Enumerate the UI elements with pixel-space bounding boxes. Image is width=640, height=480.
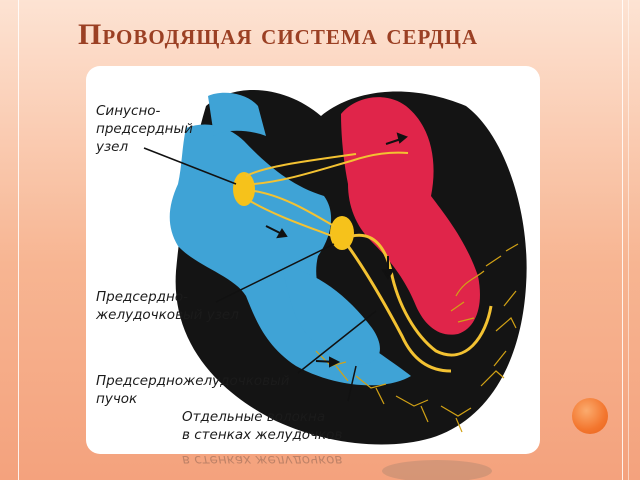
label-sa-node-line-3: узел (96, 139, 129, 155)
label-av-bundle-line-1: Предсердножелудочковый (96, 373, 290, 389)
heart-diagram-card: Синусно- предсердный узел Предсердно- же… (86, 66, 540, 454)
reflection-oval (382, 460, 492, 480)
flow-arrows (265, 132, 408, 368)
label-av-node-line-1: Предсердно- (96, 289, 188, 305)
sa-node (233, 172, 255, 206)
left-heart-chambers (341, 97, 480, 335)
av-node (330, 216, 354, 250)
right-heart-chambers (169, 124, 411, 386)
label-fibers-line-1: Отдельные волокна (182, 409, 326, 425)
label-av-bundle-line-2: пучок (96, 391, 138, 407)
label-fibers: Отдельные волокна в стенках желудочков (182, 408, 342, 444)
card-reflection: в стенках желудочков (86, 456, 540, 480)
right-ventricle-lower (282, 266, 380, 365)
label-av-node: Предсердно- желудочковый узел (96, 288, 239, 324)
purkinje-fibers (315, 243, 519, 433)
internodal-pathways (245, 151, 409, 237)
heart-diagram (143, 89, 527, 445)
label-av-bundle: Предсердножелудочковый пучок (96, 372, 290, 408)
slide-border-right (622, 0, 623, 480)
slide-title: Проводящая система сердца (78, 18, 479, 51)
leader-lines (143, 147, 377, 402)
reflection-text: в стенках желудочков (182, 456, 343, 468)
label-fibers-line-2: в стенках желудочков (182, 427, 343, 443)
orange-bullet-decoration (572, 398, 608, 434)
label-sa-node: Синусно- предсердный узел (96, 102, 193, 156)
slide-border-right-2 (628, 0, 629, 480)
slide-border-left (18, 0, 19, 480)
label-sa-node-line-2: предсердный (96, 121, 193, 137)
label-sa-node-line-1: Синусно- (96, 103, 161, 119)
label-av-node-line-2: желудочковый узел (96, 307, 239, 323)
av-bundle-branches (346, 233, 493, 373)
blue-vessel-top (208, 92, 266, 136)
